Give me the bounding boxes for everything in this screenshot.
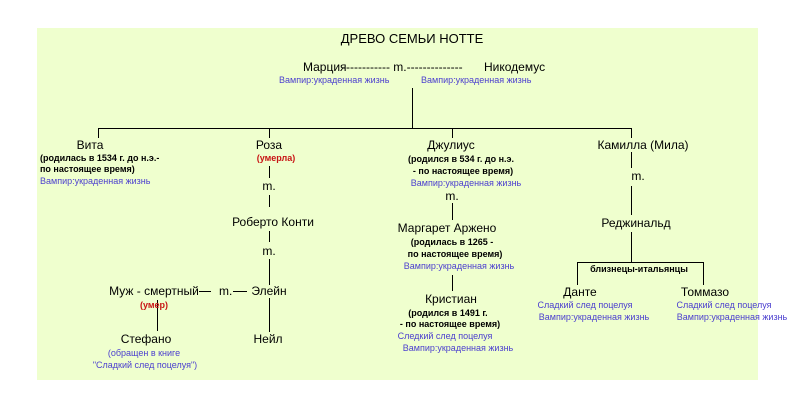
margaret-vampire-note: Вампир:украденная жизнь xyxy=(403,261,515,271)
neil-name: Нейл xyxy=(253,332,283,346)
dante-name: Данте xyxy=(563,285,597,299)
roberto-child-mark: m. xyxy=(262,244,276,258)
vita-born-line-2: по настоящее время) xyxy=(40,164,135,174)
christian-vampire-note: Вампир:украденная жизнь xyxy=(402,343,514,353)
christian-born-line-2: - по настоящее время) xyxy=(399,319,501,329)
julius-marriage-mark: m. xyxy=(445,189,459,203)
roberto-stem-line xyxy=(269,231,270,242)
roberto-name: Роберто Конти xyxy=(232,215,314,229)
husband-name: Муж - смертный xyxy=(109,284,199,298)
christian-stem-line xyxy=(452,275,453,291)
julius-vampire-note: Вампир:украденная жизнь xyxy=(410,178,522,188)
julius-name: Джулиус xyxy=(427,138,475,152)
reginald-name: Реджинальд xyxy=(601,216,671,230)
tommaso-name: Томмазо xyxy=(680,285,730,299)
christian-born-line-1: (родился в 1491 г. xyxy=(408,308,488,318)
stefano-note-1: (обращен в книге xyxy=(107,348,181,358)
twins-bar-line xyxy=(577,262,704,263)
twins-label: близнецы-итальянцы xyxy=(590,264,688,274)
stefano-stem-line xyxy=(157,300,158,331)
roza-marriage-line-upper xyxy=(269,166,270,178)
julius-born-line-1: (родился в 534 г. до н.э. xyxy=(408,154,514,164)
vita-drop-line xyxy=(98,128,99,138)
children-bar-line xyxy=(98,128,631,129)
vita-name: Вита xyxy=(76,138,104,152)
camilla-marriage-line-lower xyxy=(631,186,632,215)
roza-status: (умерла) xyxy=(256,153,296,163)
top-marriage-line: ------------ m.-------------- xyxy=(342,60,463,74)
husband-marriage-line-right xyxy=(233,291,247,292)
christian-name: Кристиан xyxy=(425,292,477,306)
tree-title: ДРЕВО СЕМЬИ НОТТЕ xyxy=(340,31,484,46)
dante-book-note: Сладкий след поцелуя xyxy=(537,300,633,310)
camilla-marriage-mark: m. xyxy=(631,169,645,183)
elaine-stem-line xyxy=(269,259,270,285)
stefano-note-2: "Сладкий след поцелуя") xyxy=(92,360,198,370)
julius-marriage-line xyxy=(452,203,453,220)
tommaso-book-note: Сладкий след поцелуя xyxy=(676,300,772,310)
elaine-marriage-mark: m. xyxy=(219,284,233,298)
roza-drop-line xyxy=(269,128,270,138)
root-stem-line xyxy=(412,88,413,128)
tree-background xyxy=(37,28,758,380)
dante-vampire-note: Вампир:украденная жизнь xyxy=(538,312,650,322)
christian-book-note: Следкий след поцелуя xyxy=(397,331,493,341)
roza-marriage-line-lower xyxy=(269,195,270,207)
twins-left-drop-line xyxy=(577,262,578,285)
nicodemus-vampire-note: Вампир:украденная жизнь xyxy=(421,75,532,85)
julius-born-line-2: - по настоящее время) xyxy=(412,166,514,176)
roza-marriage-mark: m. xyxy=(262,179,276,193)
camilla-marriage-line-upper xyxy=(631,152,632,168)
margaret-born-line-2: по настоящее время) xyxy=(407,249,503,259)
vita-born-line-1: (родилась в 1534 г. до н.э.- xyxy=(40,153,160,163)
stefano-name: Стефано xyxy=(120,332,172,346)
tommaso-vampire-note: Вампир:украденная жизнь xyxy=(676,312,788,322)
margaret-name: Маргарет Аржено xyxy=(397,221,497,235)
neil-stem-line xyxy=(269,298,270,332)
julius-drop-line xyxy=(452,128,453,138)
reginald-stem-line xyxy=(631,232,632,262)
vita-vampire-note: Вампир:украденная жизнь xyxy=(40,176,151,186)
marcia-vampire-note: Вампир:украденная жизнь xyxy=(279,75,390,85)
husband-status: (умер) xyxy=(139,300,169,310)
elaine-name: Элейн xyxy=(251,284,287,298)
marcia-name: Марция xyxy=(303,60,347,74)
twins-right-drop-line xyxy=(703,262,704,285)
roza-name: Роза xyxy=(255,138,283,152)
husband-marriage-line-left xyxy=(199,291,211,292)
margaret-born-line-1: (родилась в 1265 - xyxy=(410,237,494,247)
nicodemus-name: Никодемус xyxy=(484,60,546,74)
camilla-name: Камилла (Мила) xyxy=(597,138,689,152)
camilla-drop-line xyxy=(631,128,632,138)
